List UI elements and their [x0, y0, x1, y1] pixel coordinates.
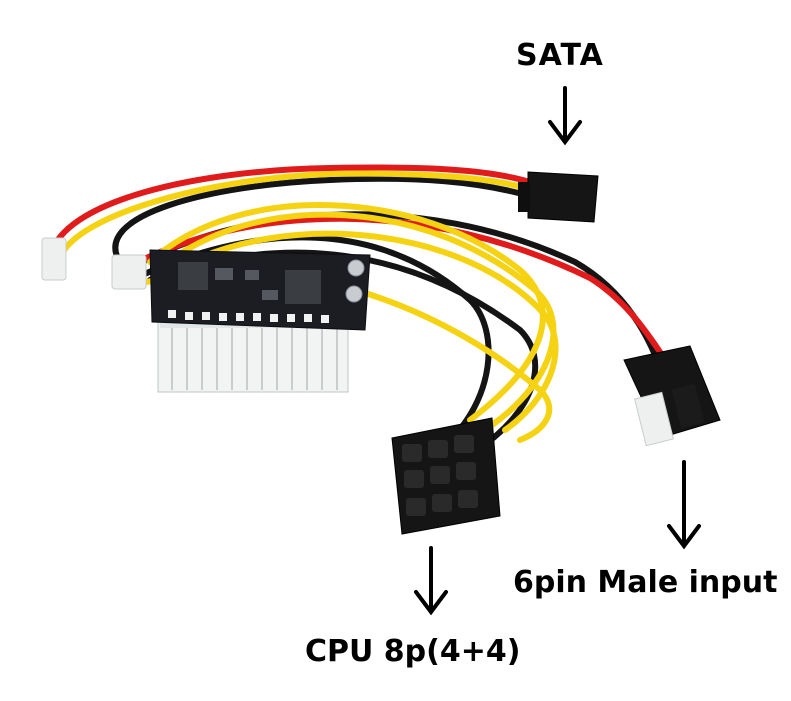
six-pin-connector: [623, 345, 721, 447]
arrow-sata-icon: [548, 86, 582, 146]
arrow-cpu-icon: [414, 546, 448, 616]
arrow-six-pin-icon: [667, 460, 701, 550]
sata-label: SATA: [516, 38, 604, 73]
cpu-8pin-label: CPU 8p(4+4): [305, 634, 521, 669]
atx-24pin-connector: [157, 318, 349, 393]
pcb-board: [149, 249, 371, 331]
six-pin-male-input-label: 6pin Male input: [513, 565, 778, 600]
left-white-connector: [41, 237, 147, 290]
cpu-8pin-connector: [391, 417, 501, 535]
sata-connector: [518, 171, 599, 223]
